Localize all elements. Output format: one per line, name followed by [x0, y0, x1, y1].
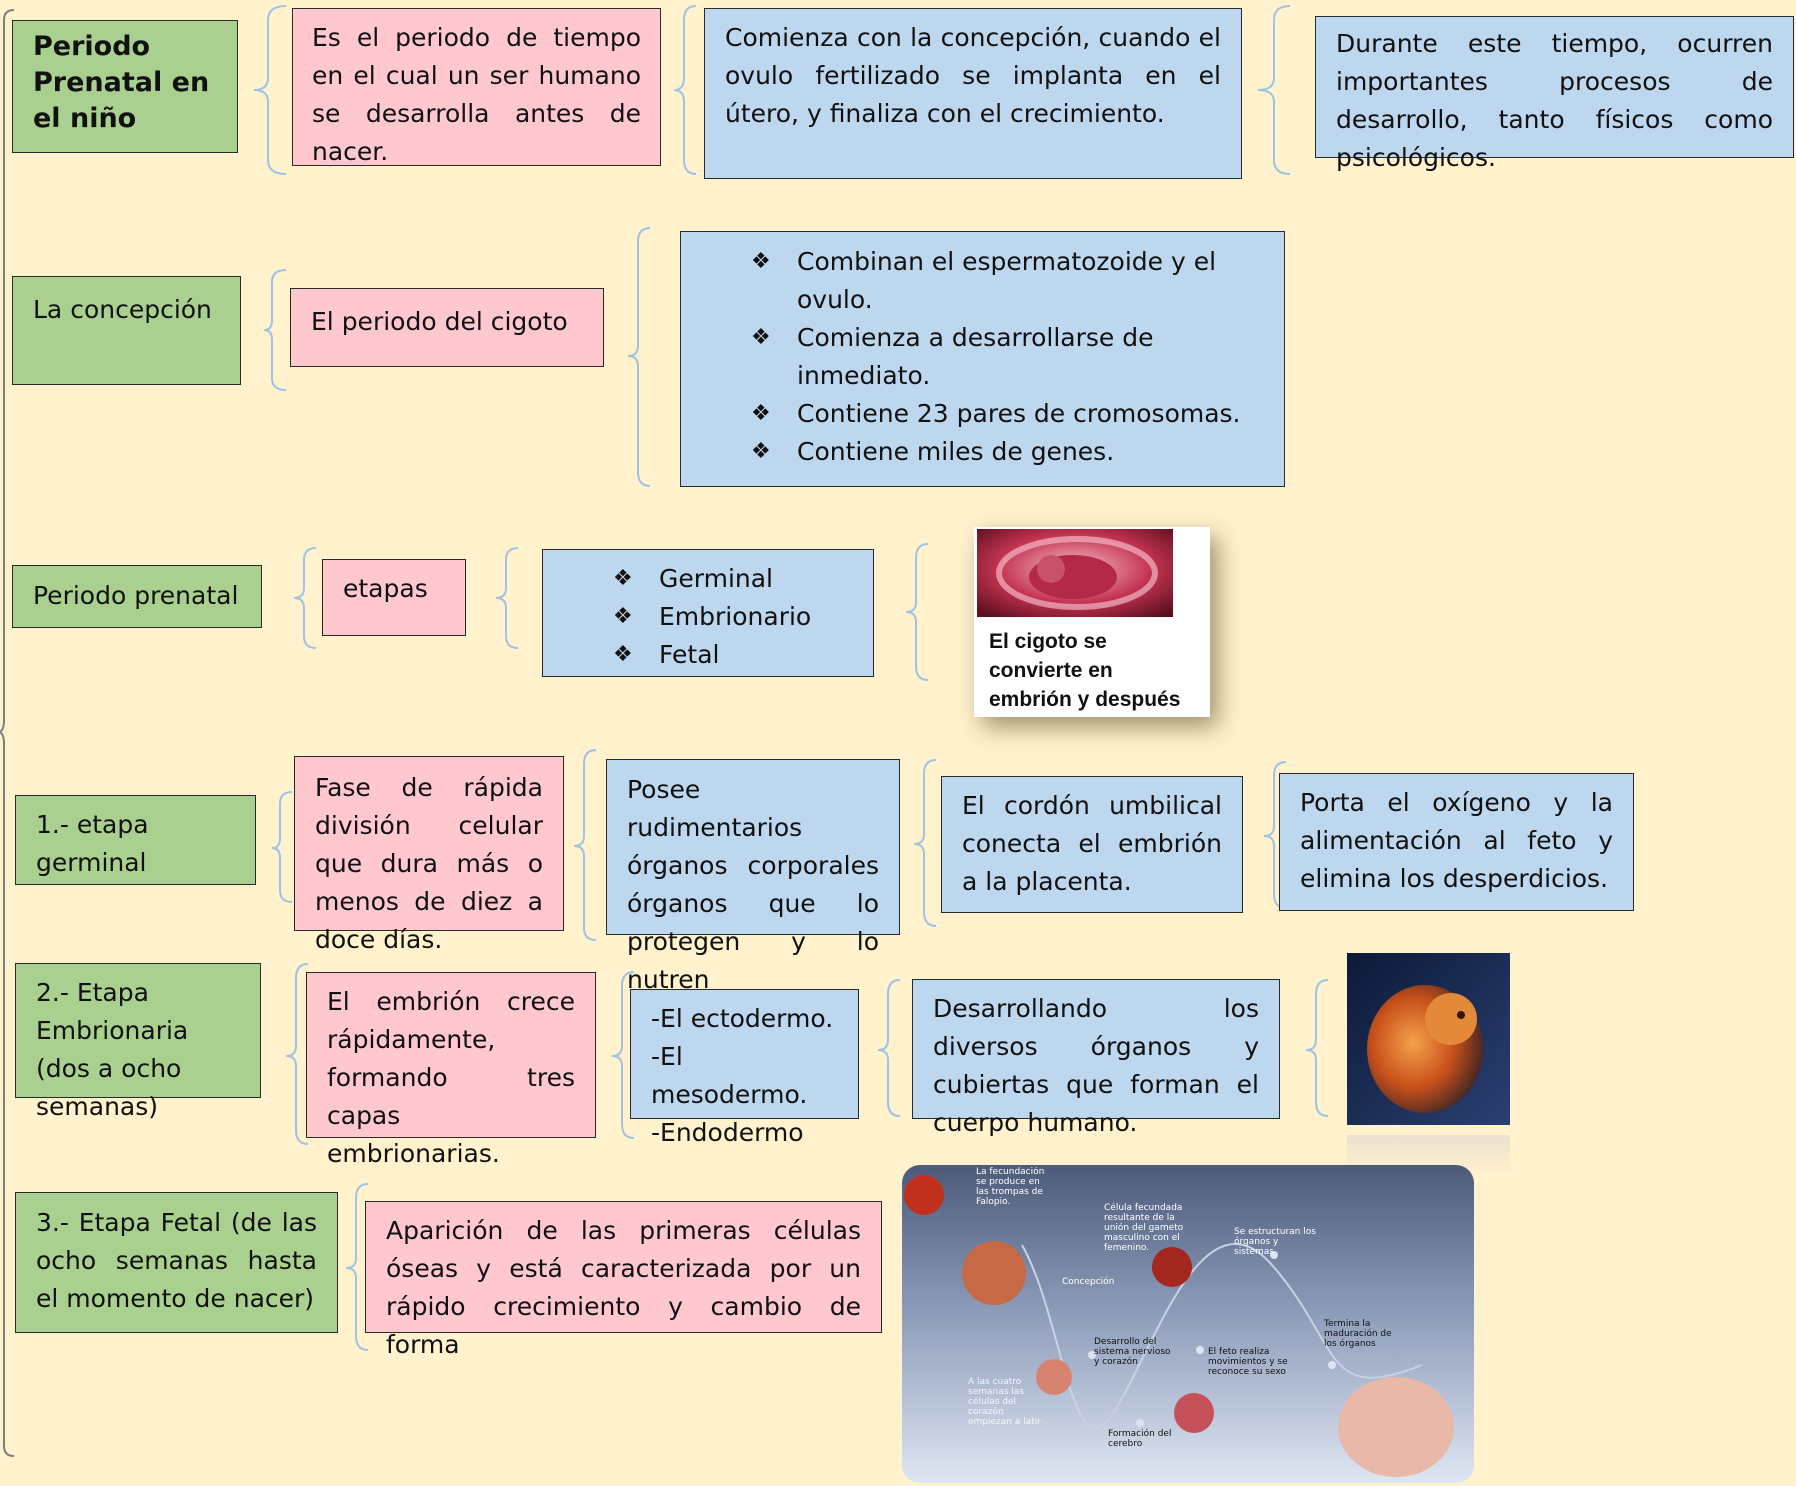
- brace-r1-c: [1257, 5, 1291, 175]
- layer-ectodermo: -El ectodermo.: [651, 1004, 834, 1033]
- node-periodo-prenatal-nino: Periodo Prenatal en el niño: [12, 20, 238, 153]
- node-concepcion: La concepción: [12, 276, 241, 385]
- node-etapa-germinal: 1.- etapa germinal: [15, 795, 256, 885]
- zygote-embryo-image: El cigoto se convierte en embrión y desp…: [974, 527, 1210, 717]
- stage-embrionario: Embrionario: [613, 598, 853, 636]
- stage-germinal: Germinal: [613, 560, 853, 598]
- prenatal-development-panel: La fecundación se produce en las trompas…: [902, 1165, 1474, 1483]
- node-cordon-umbilical: El cordón umbilical conecta el embrión a…: [941, 776, 1243, 913]
- label-concepcion: Concepción: [1062, 1277, 1115, 1287]
- brace-r1-b: [673, 5, 697, 175]
- node-aparicion-celulas: Aparición de las primeras células óseas …: [365, 1201, 882, 1359]
- node-periodo-cigoto: El periodo del cigoto: [290, 288, 604, 367]
- brace-r2-b: [627, 227, 651, 487]
- brace-r5-b: [611, 971, 635, 1139]
- stage-fetal: Fetal: [613, 636, 853, 674]
- layer-mesodermo: -El mesodermo.: [651, 1042, 808, 1109]
- node-stages: Germinal Embrionario Fetal: [542, 549, 874, 677]
- embryo-image: [1347, 953, 1510, 1125]
- label-sistema-nervioso: Desarrollo del sistema nervioso y corazó…: [1094, 1337, 1171, 1367]
- node-etapa-embrionaria: 2.- Etapa Embrionaria (dos a ocho semana…: [15, 963, 261, 1121]
- embryo-photo: [977, 529, 1173, 617]
- main-bracket: [0, 9, 15, 1457]
- embryo-photo: [1347, 953, 1510, 1125]
- label-cuatro-semanas: A las cuatro semanas las células del cor…: [968, 1377, 1041, 1427]
- brace-r4-c: [913, 759, 937, 927]
- node-capas: -El ectodermo. -El mesodermo. -Endodermo: [630, 989, 859, 1147]
- title-line-1: Periodo: [33, 31, 151, 62]
- node-organos: Posee rudimentarios órganos corporales ó…: [606, 759, 900, 994]
- fact-item: Contiene miles de genes.: [751, 433, 1264, 471]
- stages-list: Germinal Embrionario Fetal: [613, 560, 853, 674]
- node-definicion: Es el periodo de tiempo en el cual un se…: [292, 8, 661, 166]
- node-etapa-fetal: 3.- Etapa Fetal (de las ocho semanas has…: [15, 1192, 338, 1333]
- brace-r5-c: [877, 979, 901, 1117]
- brace-r1-a: [253, 5, 287, 175]
- node-concepcion-facts: Combinan el espermatozoide y el ovulo. C…: [680, 231, 1285, 487]
- development-curve: [904, 1175, 1454, 1477]
- brace-r5-d: [1305, 979, 1329, 1117]
- node-fase-division: Fase de rápida división celular que dura…: [294, 756, 564, 954]
- fact-item: Combinan el espermatozoide y el ovulo.: [751, 243, 1264, 319]
- fact-item: Comienza a desarrollarse de inmediato.: [751, 319, 1264, 395]
- brace-r3-c: [905, 543, 929, 681]
- label-celula-fecundada: Célula fecundada resultante de la unión …: [1104, 1203, 1184, 1253]
- facts-list: Combinan el espermatozoide y el ovulo. C…: [751, 243, 1264, 471]
- brace-r2-a: [263, 269, 287, 391]
- title-line-3: el niño: [33, 103, 137, 134]
- fact-item: Contiene 23 pares de cromosomas.: [751, 395, 1264, 433]
- brace-r5-a: [285, 963, 309, 1145]
- node-porta-oxigeno: Porta el oxígeno y la alimentación al fe…: [1279, 773, 1634, 911]
- title-line-2: Prenatal en: [33, 67, 210, 98]
- node-embrion-crece: El embrión crece rápidamente, formando t…: [306, 972, 596, 1168]
- brace-r3-b: [495, 547, 519, 649]
- brace-r6-a: [345, 1183, 369, 1351]
- label-estructuran: Se estructuran los órganos y sistemas: [1234, 1227, 1316, 1257]
- label-feto-movimientos: El feto realiza movimientos y se reconoc…: [1208, 1347, 1288, 1377]
- node-etapas: etapas: [322, 559, 466, 636]
- image-caption: El cigoto se convierte en embrión y desp…: [989, 630, 1181, 711]
- label-formacion-cerebro: Formación del cerebro: [1108, 1429, 1172, 1449]
- title-line-2: germinal: [36, 848, 147, 877]
- brace-r3-a: [293, 547, 317, 649]
- node-periodo-prenatal: Periodo prenatal: [12, 565, 262, 628]
- title-line-1: 1.- etapa: [36, 810, 149, 839]
- node-desarrollando-organos: Desarrollando los diversos órganos y cub…: [912, 979, 1280, 1137]
- brace-r4-a: [271, 791, 293, 903]
- brace-r4-d: [1263, 761, 1287, 909]
- label-fecundacion: La fecundación se produce en las trompas…: [976, 1167, 1045, 1207]
- node-procesos: Durante este tiempo, ocurren importantes…: [1315, 16, 1794, 172]
- label-termina-maduracion: Termina la maduración de los órganos: [1324, 1319, 1392, 1349]
- brace-r4-b: [573, 749, 597, 941]
- node-comienza: Comienza con la concepción, cuando el ov…: [704, 8, 1242, 179]
- layer-endodermo: -Endodermo: [651, 1118, 804, 1147]
